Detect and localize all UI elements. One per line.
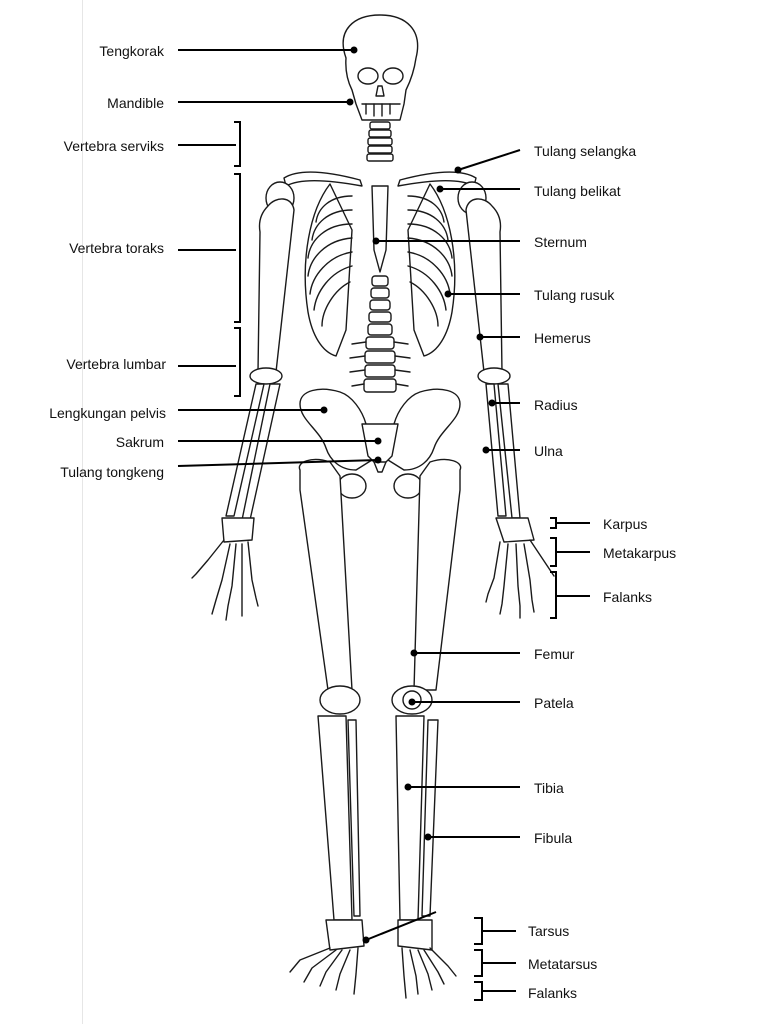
left-radius (225, 383, 265, 517)
label-skull: Tengkorak (99, 43, 164, 59)
skull-bone (342, 14, 419, 121)
spine (349, 275, 411, 393)
label-scapula: Tulang belikat (534, 183, 621, 199)
label-patella: Patela (534, 695, 574, 711)
label-tibia: Tibia (534, 780, 564, 796)
left-tibia (317, 715, 353, 921)
label-pelvic-girdle: Lengkungan pelvis (49, 405, 166, 421)
label-lumbar-vertebrae: Vertebra lumbar (66, 356, 166, 372)
label-ribs: Tulang rusuk (534, 287, 615, 303)
label-sternum: Sternum (534, 234, 587, 250)
left-hand (191, 517, 259, 621)
right-fibula (421, 719, 439, 917)
label-thoracic-vertebrae: Vertebra toraks (69, 240, 164, 256)
label-foot-phalanges: Falanks (528, 985, 578, 1001)
leader-lines (177, 49, 590, 1001)
label-humerus: Hemerus (534, 330, 591, 346)
label-radius: Radius (534, 397, 578, 413)
label-carpus: Karpus (603, 516, 648, 532)
label-clavicle: Tulang selangka (534, 143, 637, 159)
label-sacrum: Sakrum (115, 434, 164, 450)
label-mandible: Mandible (107, 95, 164, 111)
left-clavicle (283, 171, 363, 187)
label-ulna: Ulna (534, 443, 563, 459)
label-coccyx: Tulang tongkeng (60, 464, 164, 480)
label-hand-phalanges: Falanks (603, 589, 653, 605)
right-foot (397, 919, 457, 999)
right-femur (413, 458, 462, 691)
label-metatarsus: Metatarsus (528, 956, 598, 972)
label-cervical-vertebrae: Vertebra serviks (63, 138, 164, 154)
label-fibula: Fibula (534, 830, 573, 846)
label-femur: Femur (534, 646, 575, 662)
pelvis-bone (299, 388, 373, 471)
right-hand (485, 517, 555, 619)
left-humerus (257, 198, 295, 373)
cervical-vertebrae (366, 121, 394, 162)
right-humerus (465, 198, 503, 373)
label-metacarpus: Metakarpus (603, 545, 677, 561)
sternum-bone (371, 185, 389, 273)
leader-dots (320, 46, 496, 944)
page-margin-rule (82, 0, 83, 1024)
left-foot (289, 919, 365, 995)
right-tibia (395, 715, 425, 921)
label-tarsus: Tarsus (528, 923, 570, 939)
